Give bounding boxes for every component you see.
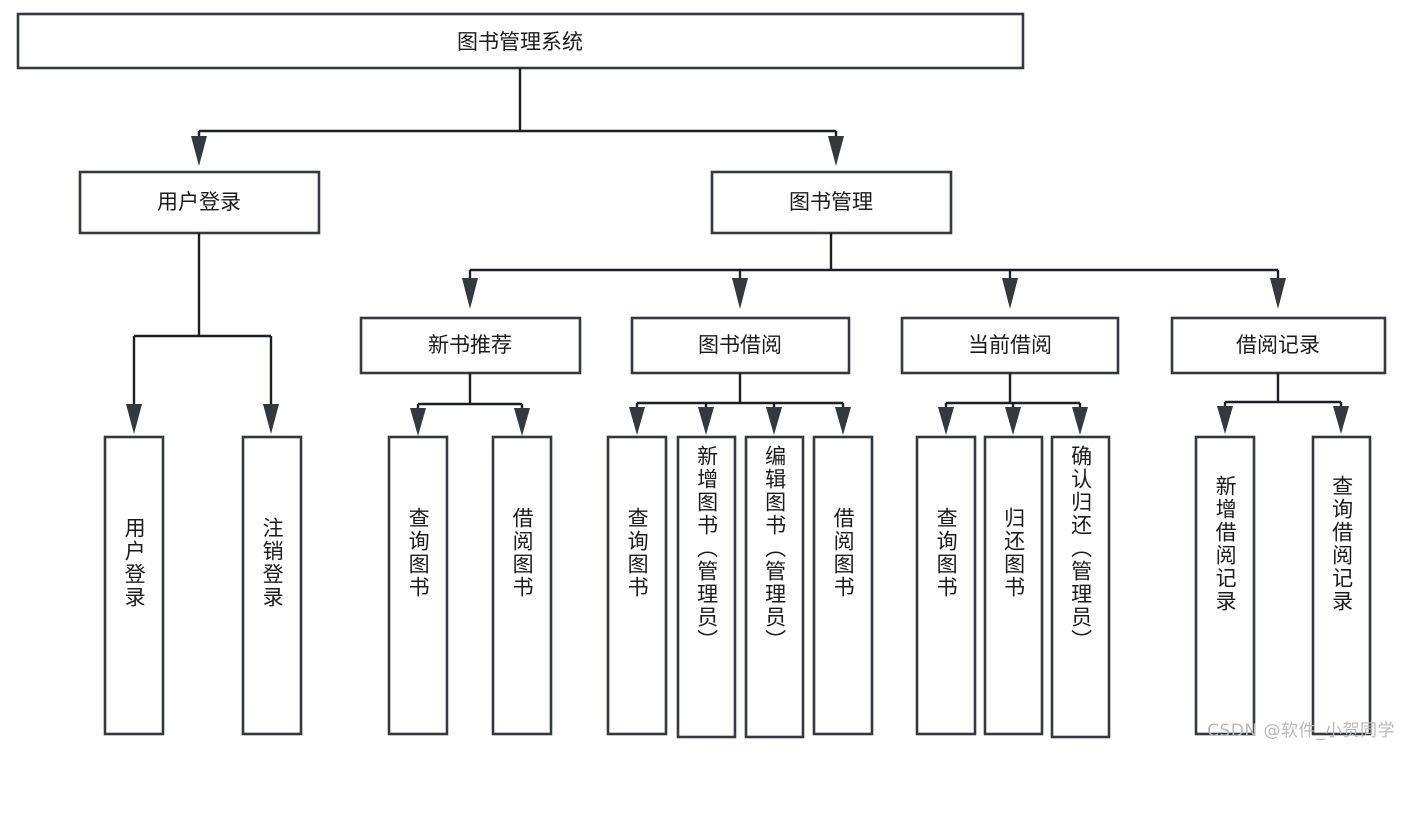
arrow-to-user-login	[191, 136, 207, 166]
leaf-box-borrow-book-2[interactable]	[812, 435, 874, 736]
arrow-to-leaf-edit-book-admin	[766, 407, 782, 435]
leaf-box-query-book-1[interactable]	[387, 435, 449, 736]
arrow-to-current-borrow	[1002, 278, 1018, 309]
node-new-book-recommend-label: 新书推荐	[428, 333, 512, 357]
node-user-login-label: 用户登录	[157, 190, 241, 214]
connector-book-borrow-to-leaves	[629, 373, 851, 435]
flowchart-svg: 图书管理系统 用户登录 图书管理	[16, 12, 1387, 739]
node-new-book-recommend-box[interactable]	[359, 316, 582, 375]
arrow-to-leaf-borrow-book-1	[514, 408, 530, 436]
node-borrow-record[interactable]: 借阅记录	[1170, 316, 1387, 375]
leaf-box-borrow-book-1[interactable]	[491, 435, 553, 736]
connector-root-to-level1	[191, 68, 844, 166]
arrow-to-book-management	[828, 136, 844, 166]
arrow-to-leaf-return-book	[1005, 407, 1021, 435]
leaf-box-add-book-admin[interactable]	[676, 435, 737, 739]
connector-book-management-to-level2	[462, 233, 1286, 309]
leaf-box-query-book-2[interactable]	[606, 435, 668, 736]
arrow-to-leaf-user-logout	[263, 404, 279, 434]
arrow-to-book-borrow	[732, 278, 748, 309]
arrow-to-leaf-query-book-1	[410, 408, 426, 436]
diagram-canvas-root: 图书管理系统 用户登录 图书管理	[16, 12, 1395, 741]
arrow-to-new-book-recommend	[462, 278, 478, 309]
node-borrow-record-label: 借阅记录	[1236, 333, 1320, 357]
node-current-borrow-box[interactable]	[900, 316, 1120, 375]
connector-borrow-record-to-leaves	[1217, 373, 1349, 434]
node-book-borrow-label: 图书借阅	[698, 333, 782, 357]
node-book-borrow[interactable]: 图书借阅	[630, 316, 851, 375]
node-root[interactable]: 图书管理系统	[16, 12, 1025, 70]
leaf-box-user-logout[interactable]	[241, 435, 303, 736]
leaf-box-return-book[interactable]	[983, 435, 1044, 736]
arrow-to-leaf-query-book-2	[629, 407, 645, 435]
node-user-login-box[interactable]	[78, 170, 321, 235]
connector-new-book-recommend-to-leaves	[410, 373, 530, 436]
leaf-box-user-login[interactable]	[103, 435, 165, 736]
node-current-borrow[interactable]: 当前借阅	[900, 316, 1120, 375]
connector-user-login-to-leaves	[126, 233, 279, 434]
node-book-management-label: 图书管理	[789, 190, 873, 214]
node-new-book-recommend[interactable]: 新书推荐	[359, 316, 582, 375]
arrow-to-leaf-add-book-admin	[698, 407, 714, 435]
arrow-to-leaf-query-borrow-record	[1333, 406, 1349, 434]
node-current-borrow-label: 当前借阅	[968, 333, 1052, 357]
leaf-box-add-borrow-record[interactable]	[1194, 435, 1256, 736]
node-user-login[interactable]: 用户登录	[78, 170, 321, 235]
arrow-to-leaf-user-login	[126, 404, 142, 434]
leaf-box-edit-book-admin[interactable]	[744, 435, 805, 739]
arrow-to-leaf-borrow-book-2	[835, 407, 851, 435]
leaf-box-query-book-3[interactable]	[915, 435, 977, 736]
node-book-management[interactable]: 图书管理	[710, 170, 953, 235]
leaf-box-query-borrow-record[interactable]	[1311, 435, 1372, 736]
node-root-box[interactable]	[16, 12, 1025, 70]
node-root-label: 图书管理系统	[457, 30, 583, 54]
arrow-to-leaf-confirm-return-admin	[1072, 407, 1088, 435]
arrow-to-leaf-query-book-3	[938, 407, 954, 435]
arrow-to-borrow-record	[1270, 278, 1286, 309]
arrow-to-leaf-add-borrow-record	[1217, 406, 1233, 434]
leaf-box-confirm-return-admin[interactable]	[1050, 435, 1111, 739]
connector-current-borrow-to-leaves	[938, 373, 1088, 435]
